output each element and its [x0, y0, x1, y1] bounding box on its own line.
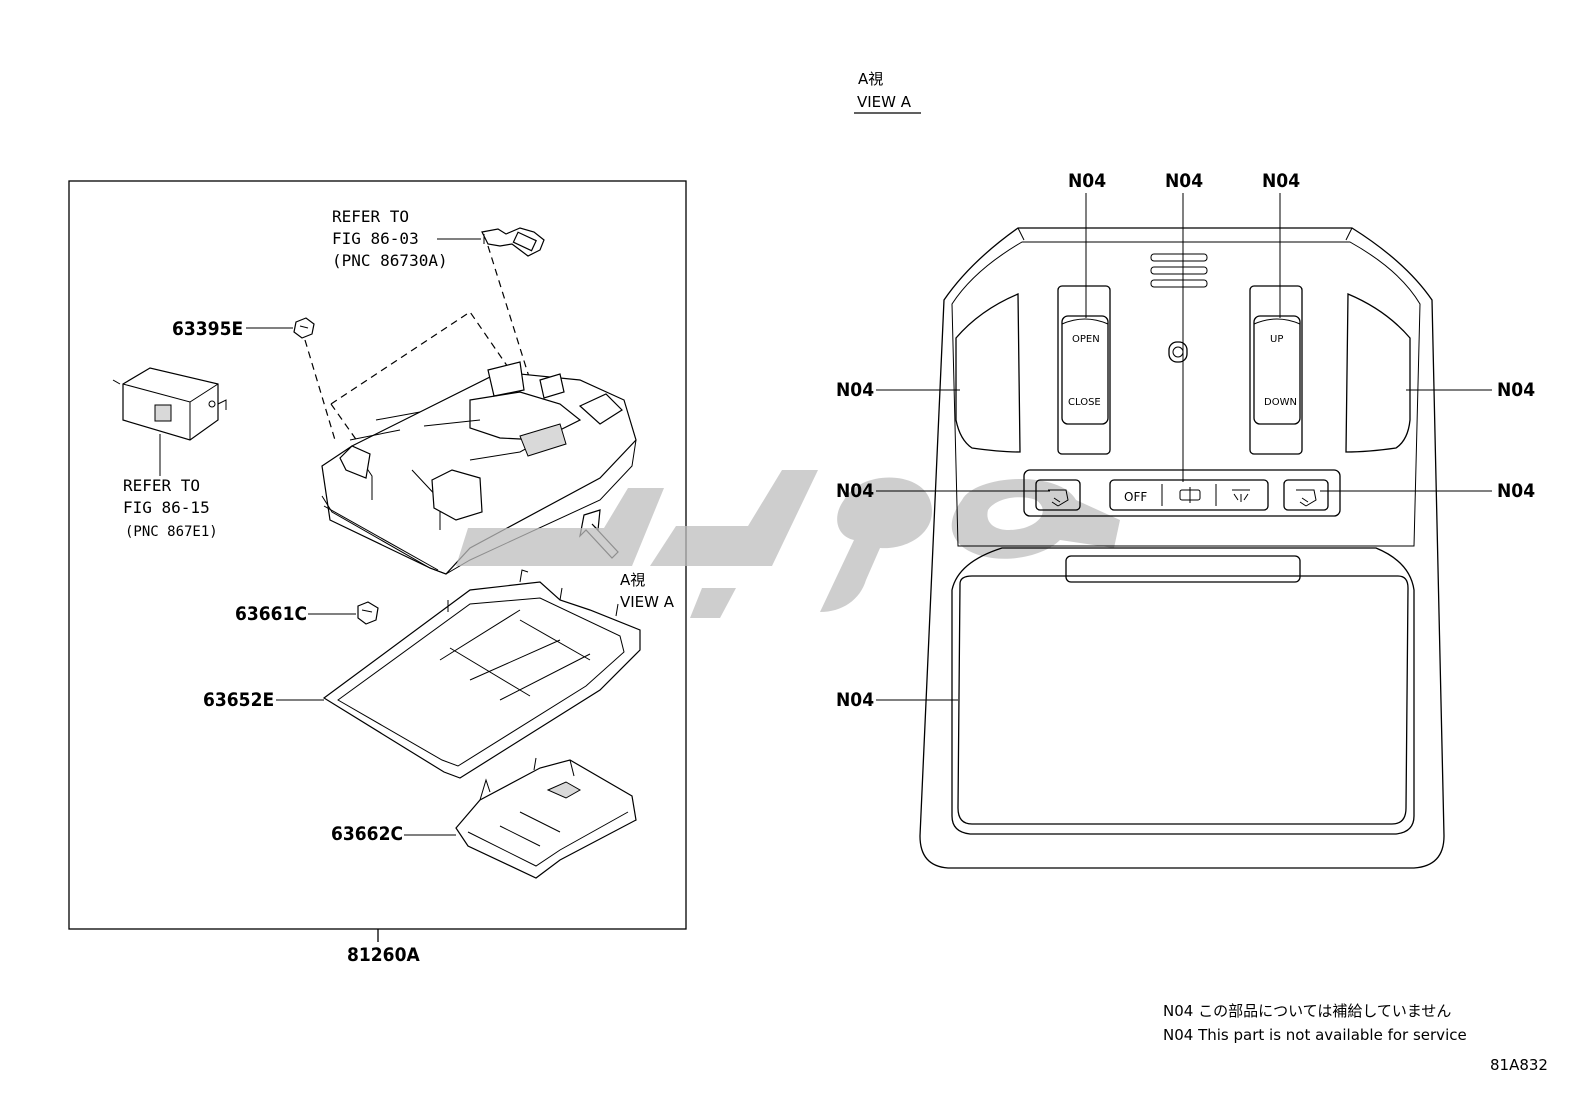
console-housing [321, 361, 637, 575]
sensor-icon [1168, 341, 1188, 363]
sunroof-close-label: CLOSE [1068, 397, 1101, 408]
refer-86-15-line2: FIG 86-15 [123, 498, 210, 517]
illustration-id: 81A832 [1490, 1056, 1548, 1074]
view-a-arrow-jp: A視 [620, 571, 645, 589]
label-63395E: 63395E [172, 318, 243, 340]
side-lamp-left [955, 293, 1021, 453]
label-81260A: 81260A [347, 944, 420, 966]
side-lamp-right [1345, 293, 1411, 453]
n04-left-lamp: N04 [836, 379, 874, 401]
refer-86-03-line3: (PNC 86730A) [332, 251, 448, 270]
door-icon [1179, 487, 1201, 503]
clip-63395E [293, 317, 315, 339]
map-lamp-right-icon [1296, 489, 1317, 507]
n04-top-left: N04 [1068, 170, 1106, 192]
cover-63662C [455, 757, 637, 879]
map-lamp-left-icon [1048, 489, 1069, 507]
control-module [112, 367, 227, 441]
vent-grille [1150, 253, 1208, 288]
wire-connector [481, 227, 545, 257]
note-en: N04 This part is not available for servi… [1163, 1026, 1467, 1044]
switch-strip [1023, 469, 1341, 517]
view-a-header: A視 VIEW A [854, 70, 921, 114]
n04-callouts: N04 N04 N04 N04 N04 N04 N04 N04 [836, 170, 1535, 711]
tilt-switch-rocker[interactable] [1253, 315, 1301, 425]
clip-63395E-dash [304, 339, 336, 441]
map-lamp-left-button[interactable] [1035, 479, 1081, 511]
bulb-63661C [357, 601, 379, 625]
console-outer-body [919, 227, 1445, 869]
n04-left-lens: N04 [836, 689, 874, 711]
n04-right-button: N04 [1497, 480, 1535, 502]
lamp-lens [957, 575, 1409, 825]
watermark-logo [456, 470, 1120, 618]
refer-86-15-line3: (PNC 867E1) [125, 524, 218, 540]
label-63661C: 63661C [235, 603, 307, 625]
n04-right-lamp: N04 [1497, 379, 1535, 401]
tilt-switch[interactable]: UP DOWN [1249, 285, 1303, 455]
wire-connector-dash [487, 245, 531, 381]
view-a-arrow-en: VIEW A [620, 593, 675, 611]
console-upper-panel [951, 241, 1421, 547]
note-jp: N04 この部品については補給していません [1163, 1002, 1451, 1020]
label-63652E: 63652E [203, 689, 274, 711]
lamp-on-icon [1232, 489, 1250, 502]
refer-86-03-line1: REFER TO [332, 207, 409, 226]
refer-86-15-line1: REFER TO [123, 476, 200, 495]
tilt-switch-bezel [1249, 285, 1303, 455]
view-a-header-jp: A視 [858, 70, 883, 88]
sunroof-switch-bezel [1057, 285, 1111, 455]
n04-top-right: N04 [1262, 170, 1300, 192]
sunroof-switch-rocker[interactable] [1061, 315, 1109, 425]
parts-box: 81260A REFER TO FIG 86-03 (PNC 86730A) R… [68, 180, 687, 966]
console-lower-frame [951, 547, 1415, 835]
sunroof-switch[interactable]: OPEN CLOSE [1057, 285, 1111, 455]
latch-slot[interactable] [1065, 555, 1301, 583]
n04-left-button: N04 [836, 480, 874, 502]
label-63662C: 63662C [331, 823, 403, 845]
bezel-63652E [322, 569, 641, 779]
room-lamp-off-label: OFF [1124, 490, 1147, 504]
console-view-a: OPEN CLOSE UP DOWN OFF [919, 227, 1445, 869]
n04-top-center: N04 [1165, 170, 1203, 192]
map-lamp-right-button[interactable] [1283, 479, 1329, 511]
tilt-down-label: DOWN [1264, 397, 1297, 408]
sunroof-open-label: OPEN [1072, 334, 1100, 345]
view-a-header-en: VIEW A [857, 93, 912, 111]
tilt-up-label: UP [1270, 334, 1283, 345]
refer-86-03-line2: FIG 86-03 [332, 229, 419, 248]
room-lamp-switch[interactable]: OFF [1109, 479, 1269, 511]
